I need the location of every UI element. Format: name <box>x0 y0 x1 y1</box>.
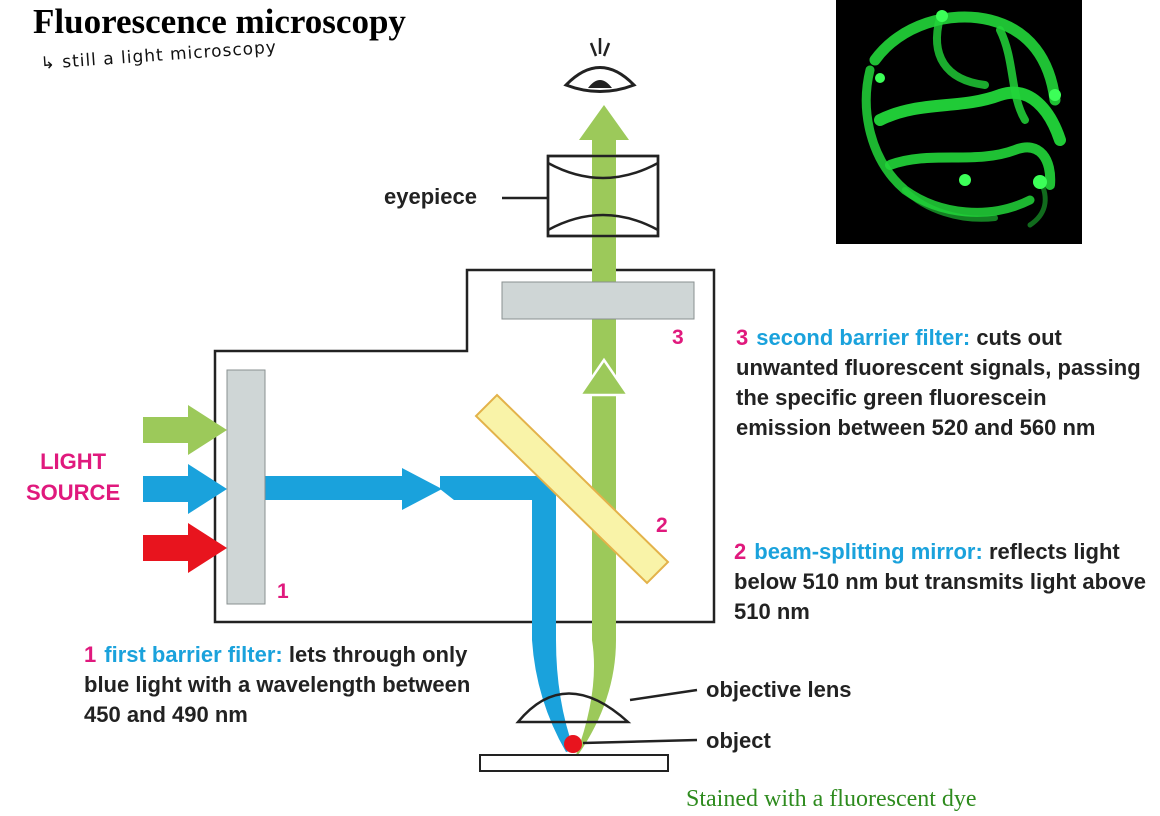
description-text: cuts out unwanted fluorescent signals, p… <box>736 325 1141 440</box>
object-label: object <box>706 728 771 753</box>
light-source-label: LIGHT SOURCE <box>26 449 121 505</box>
object-dot <box>564 735 582 753</box>
marker-2: 2 <box>656 514 668 537</box>
red-light-arrow <box>143 523 227 573</box>
description-text: reflects light below 510 nm but transmit… <box>734 539 1146 624</box>
eyepiece-lens <box>546 154 660 238</box>
description-number: 2 <box>734 539 747 564</box>
caption: Stained with a fluorescent dye <box>686 786 977 812</box>
second-barrier-filter <box>501 281 695 320</box>
eye-icon <box>563 38 637 93</box>
microscope-stage <box>479 754 669 772</box>
green-emission-beam <box>576 105 631 755</box>
microscope-housing <box>213 268 716 624</box>
object-leader <box>582 738 698 745</box>
beam-splitting-mirror-description: 2 beam-splitting mirror: reflects light b… <box>734 537 1149 627</box>
objective-lens <box>515 692 632 724</box>
description-term: beam-splitting mirror: <box>754 539 983 564</box>
second-barrier-filter-description: 3 second barrier filter: cuts out unwante… <box>736 323 1146 443</box>
fluorescence-micrograph <box>836 0 1082 244</box>
blue-light-arrow <box>143 464 227 514</box>
objective-lens-label: objective lens <box>706 677 852 702</box>
description-text: lets through only blue light with a wave… <box>84 642 471 727</box>
first-barrier-filter-description: 1 first barrier filter: lets through only… <box>84 640 502 730</box>
description-number: 3 <box>736 325 749 350</box>
marker-3: 3 <box>672 326 684 349</box>
eyepiece-label: eyepiece <box>384 184 477 209</box>
description-term: second barrier filter: <box>756 325 971 350</box>
first-barrier-filter <box>226 369 266 605</box>
green-light-arrow <box>143 405 227 455</box>
blue-excitation-beam <box>262 468 574 752</box>
description-term: first barrier filter: <box>104 642 283 667</box>
beam-splitting-mirror <box>474 393 670 585</box>
objective-leader <box>629 688 698 702</box>
page-title: Fluorescence microscopy <box>33 2 406 41</box>
description-number: 1 <box>84 642 97 667</box>
marker-1: 1 <box>277 580 289 603</box>
light-source-arrows <box>143 405 227 573</box>
